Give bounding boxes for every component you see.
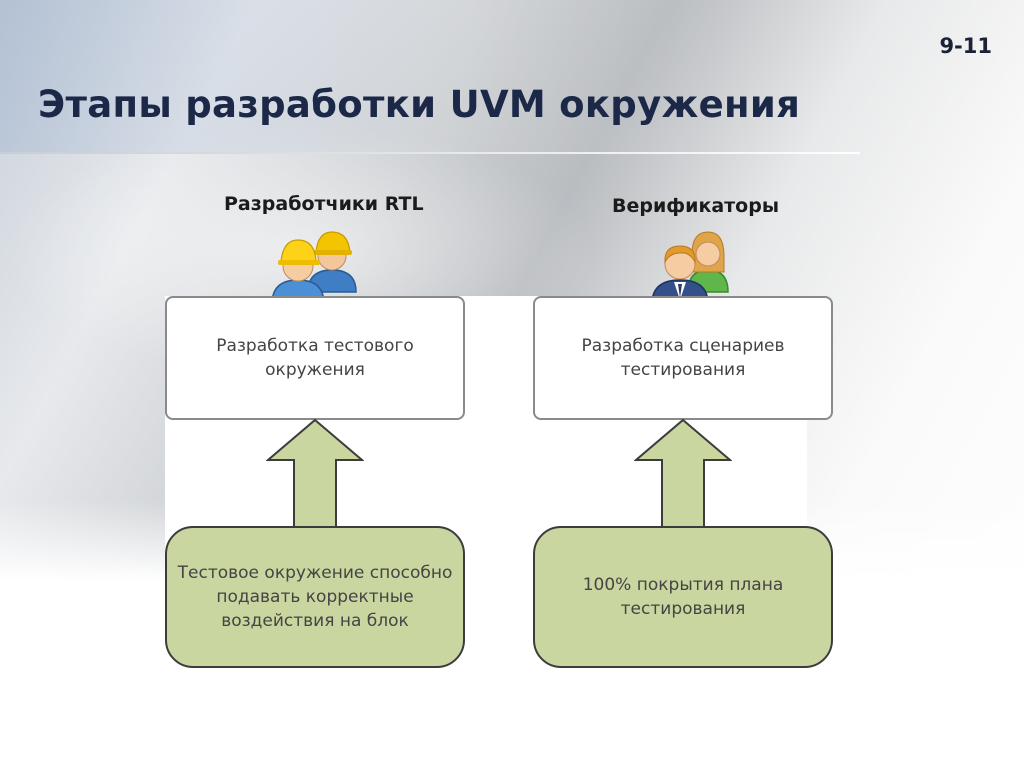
business-people-icon <box>651 231 729 305</box>
slide-title: Этапы разработки UVM окружения <box>38 83 801 126</box>
up-arrow <box>634 418 732 529</box>
box-correct-stimuli: Тестовое окружение способно подавать кор… <box>165 526 465 668</box>
group-label-rtl-developers: Разработчики RTL <box>224 193 424 215</box>
group-label-verifiers: Верификаторы <box>612 195 780 217</box>
title-band <box>0 0 1024 152</box>
box-test-scenarios-development: Разработка сценариев тестирования <box>533 296 833 420</box>
box-test-environment-development: Разработка тестового окружения <box>165 296 465 420</box>
slide-number: 9-11 <box>939 34 992 58</box>
construction-workers-icon <box>271 231 357 305</box>
box-test-plan-coverage: 100% покрытия плана тестирования <box>533 526 833 668</box>
title-divider <box>0 152 860 154</box>
up-arrow <box>266 418 364 529</box>
